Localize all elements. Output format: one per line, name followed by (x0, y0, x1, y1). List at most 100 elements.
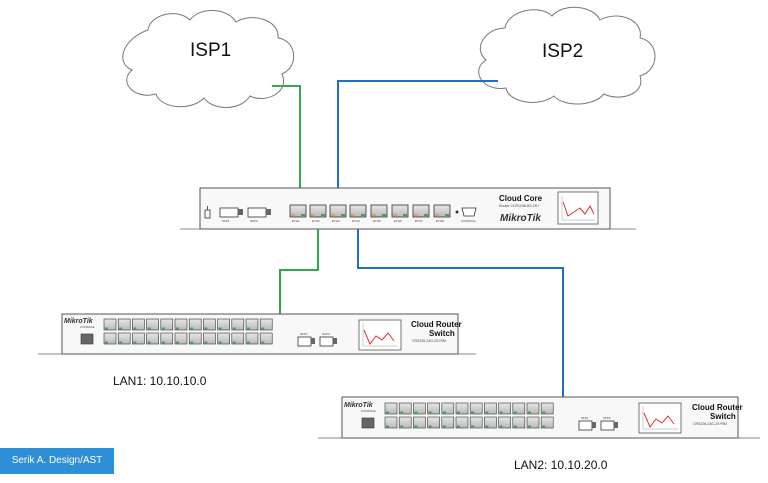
switch2-port-led (499, 425, 503, 428)
switch1-port (103, 332, 117, 345)
switch1-sfp1: SFP1 (297, 332, 315, 347)
switch2-port (427, 416, 440, 429)
switch1-port (174, 332, 188, 345)
switch2-sfp1-label: SFP1 (581, 416, 589, 420)
cloud-core-router: SFP1 SFP2 ETH1 ETH2 ETH3 (180, 187, 636, 230)
switch2-port (384, 402, 398, 415)
router-sfp1-label: SFP1 (222, 219, 230, 223)
router-port-eth3: ETH3 (329, 204, 347, 223)
switch2-port-led (457, 425, 460, 428)
switch2-port (498, 416, 511, 429)
switch1-port-led (204, 341, 208, 344)
link-isp2-eth3 (337, 80, 498, 206)
switch1-port-led (204, 327, 208, 330)
switch2-console-label: CONSOLE (361, 409, 376, 413)
router-sfp1: SFP1 (219, 207, 243, 223)
switch1-port-led (176, 341, 179, 344)
switch1-port (217, 332, 230, 345)
switch1-sfp2: SFP2 (319, 332, 337, 347)
switch2-title-line1: Cloud Router (692, 403, 743, 412)
switch1-port (174, 318, 188, 331)
switch2-port-led (386, 411, 389, 414)
svg-text:ETH1: ETH1 (292, 219, 300, 223)
switch1-port-led (218, 327, 222, 330)
switch2-port-led (400, 425, 404, 428)
switch1-port-led (105, 341, 108, 344)
switch1-port (117, 318, 131, 331)
switch2-port-led (386, 425, 389, 428)
switch2-port-led (428, 425, 432, 428)
switch2-port (484, 416, 497, 429)
switch2-port-led (471, 425, 475, 428)
switch2-port (441, 416, 455, 429)
lan1-switch: MikroTik CONSOLE SFP1 SFP2 Cloud Router … (38, 313, 476, 355)
switch1-port (203, 332, 216, 345)
link-isp1-eth1 (272, 85, 301, 206)
svg-text:ETH7: ETH7 (415, 219, 423, 223)
switch1-port (188, 332, 202, 345)
switch1-port (259, 332, 273, 345)
router-port-eth8: ETH8 (433, 204, 451, 223)
switch1-port-led (147, 341, 151, 344)
switch1-port-led (176, 327, 179, 330)
switch1-port-led (232, 341, 236, 344)
switch1-sfp1-label: SFP1 (300, 332, 308, 336)
switch2-port (427, 402, 440, 415)
switch1-port-led (133, 327, 137, 330)
switch2-port (540, 402, 554, 415)
switch1-port-led (119, 327, 123, 330)
switch1-subtitle: CRS226-24G-2S+RM (412, 339, 446, 343)
switch2-port-led (471, 411, 475, 414)
router-port-eth1: ETH1 (289, 204, 307, 223)
switch1-port (259, 318, 273, 331)
switch1-port-led (119, 341, 123, 344)
router-port-eth4: ETH4 (349, 204, 367, 223)
switch1-title-line2: Switch (429, 329, 455, 338)
isp1-label: ISP1 (190, 40, 231, 61)
switch1-port (245, 332, 259, 345)
switch2-sfp1: SFP1 (578, 416, 596, 431)
switch2-port-led (428, 411, 432, 414)
switch1-port-led (133, 341, 137, 344)
router-port-eth5: ETH5 (370, 204, 388, 223)
switch2-port (398, 402, 412, 415)
lan2-label: LAN2: 10.10.20.0 (514, 458, 608, 472)
switch1-port-led (147, 327, 151, 330)
router-eth-ports: ETH1 ETH2 ETH3 ETH4 ETH5 (289, 204, 451, 223)
svg-text:ETH4: ETH4 (352, 219, 360, 223)
svg-text:ETH3: ETH3 (332, 219, 340, 223)
switch1-port (203, 318, 216, 331)
switch2-port-led (442, 425, 446, 428)
switch1-console-label: CONSOLE (80, 325, 95, 329)
router-sfp2-label: SFP2 (250, 219, 258, 223)
switch2-port-led (542, 425, 546, 428)
link-eth2-lan1-switch (279, 218, 319, 322)
switch1-port-led (105, 327, 108, 330)
switch2-port (398, 416, 412, 429)
switch1-port-led (161, 341, 165, 344)
router-console-port: CONSOLE (455, 207, 477, 223)
switch2-subtitle: CRS226-24G-2S+RM (693, 422, 727, 426)
svg-text:ETH6: ETH6 (394, 219, 402, 223)
switch2-port (413, 416, 426, 429)
router-port-eth2: ETH2 (309, 204, 327, 223)
switch2-port-led (400, 411, 404, 414)
link-eth4-lan2-switch (357, 218, 564, 404)
switch1-port-led (161, 327, 165, 330)
switch2-port-led (513, 425, 517, 428)
switch2-port-led (414, 411, 418, 414)
switch1-port (160, 318, 174, 331)
svg-text:ETH2: ETH2 (312, 219, 320, 223)
switch1-port-led (232, 327, 236, 330)
switch2-port-led (485, 411, 489, 414)
switch2-port (540, 416, 554, 429)
switch2-title-line2: Switch (710, 412, 736, 421)
switch1-port-led (261, 341, 265, 344)
switch2-port-led (513, 411, 517, 414)
switch2-port (526, 416, 540, 429)
switch2-sfp2: SFP2 (600, 416, 618, 431)
switch2-sfp2-label: SFP2 (603, 416, 611, 420)
router-sfp2: SFP2 (247, 207, 271, 223)
switch2-console-port (361, 417, 375, 429)
switch2-port-led (499, 411, 503, 414)
